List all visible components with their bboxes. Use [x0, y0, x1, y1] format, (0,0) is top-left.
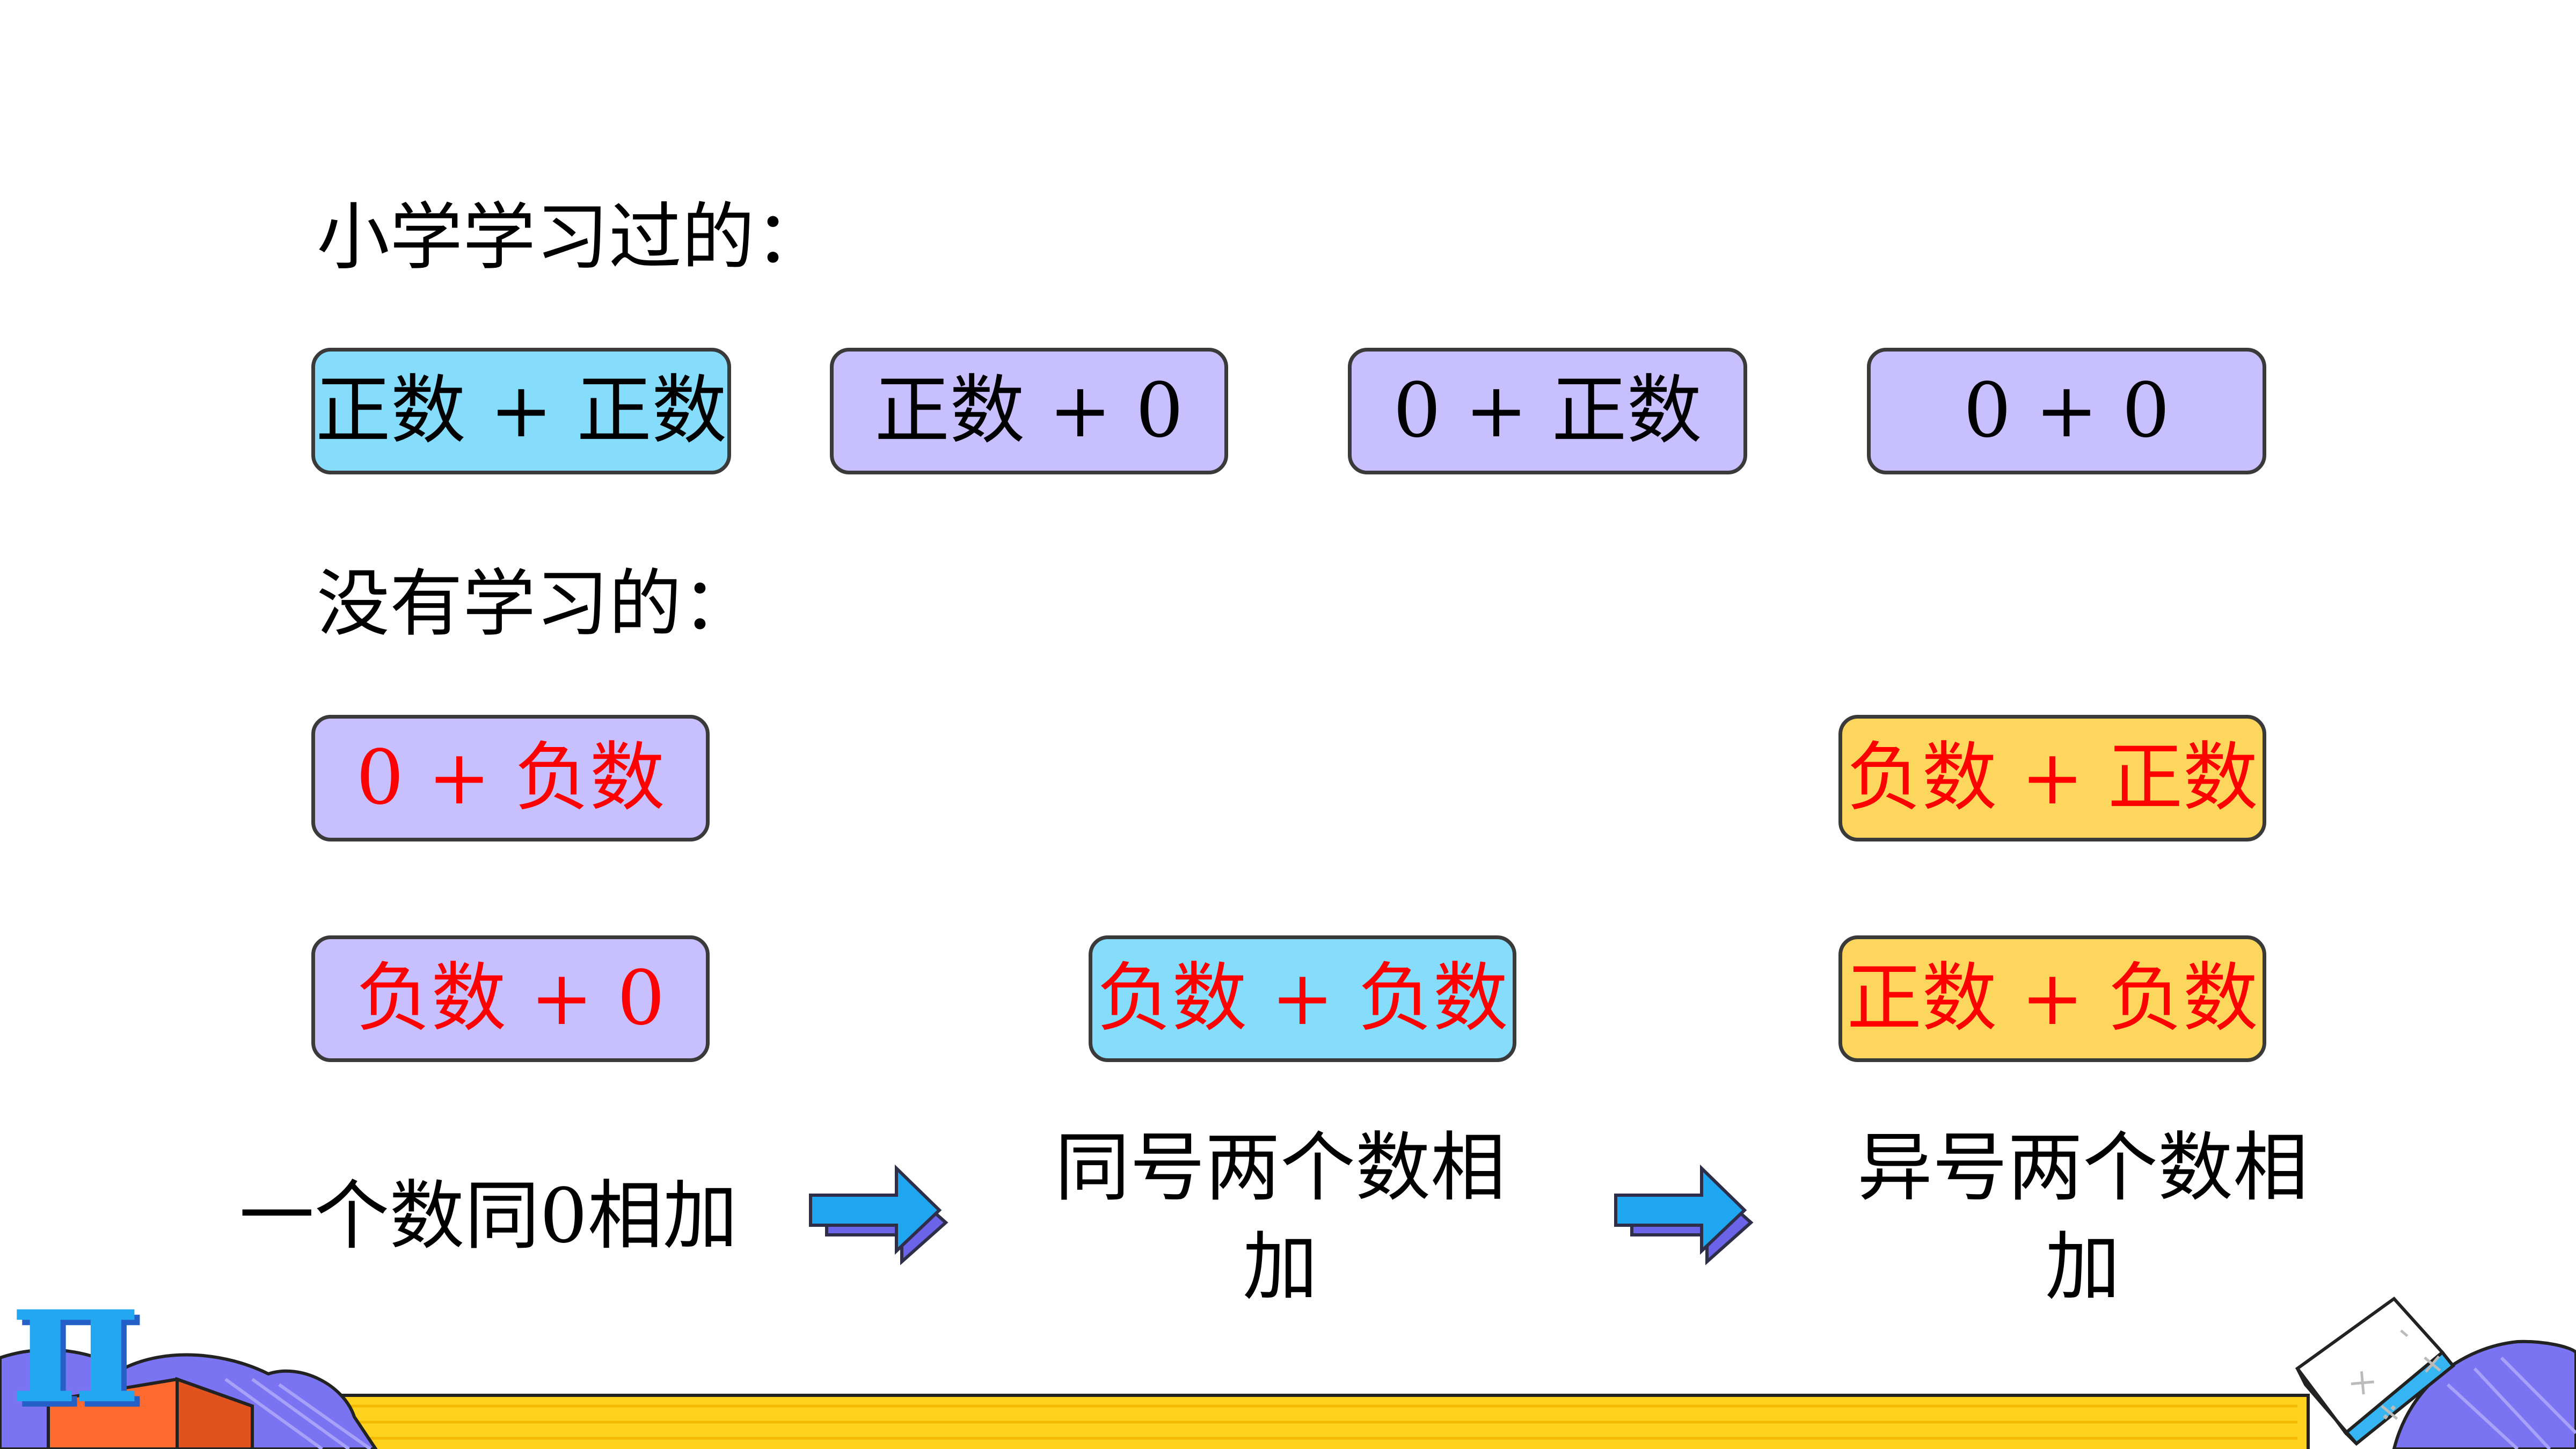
arrow-right-icon	[809, 1164, 948, 1265]
case-zero-plus-negative: 0 + 负数	[311, 715, 710, 841]
case-positive-plus-zero: 正数 + 0	[830, 348, 1228, 474]
pi-icon: π	[11, 1235, 141, 1443]
category-opposite-sign: 异号两个数相加	[1857, 1124, 2308, 1311]
case-zero-plus-zero: 0 + 0	[1867, 348, 2266, 474]
arrow-right-icon	[1614, 1164, 1754, 1265]
category-same-sign: 同号两个数相加	[1054, 1124, 1506, 1311]
case-negative-plus-negative: 负数 + 负数	[1089, 935, 1516, 1062]
case-positive-plus-positive: 正数 + 正数	[311, 348, 731, 474]
decorative-shapes-left	[0, 1348, 378, 1449]
case-negative-plus-positive: 负数 + 正数	[1838, 715, 2266, 841]
category-with-zero: 一个数同0相加	[239, 1173, 738, 1260]
case-negative-plus-zero: 负数 + 0	[311, 935, 710, 1062]
case-zero-plus-positive: 0 + 正数	[1348, 348, 1747, 474]
decorative-shapes-right	[2392, 1340, 2576, 1449]
footer-stripe	[320, 1394, 2310, 1449]
heading-learned: 小学学习过的：	[317, 195, 828, 280]
heading-not-learned: 没有学习的：	[317, 562, 755, 647]
book-icon: × ÷ - +	[2295, 1296, 2456, 1446]
case-positive-plus-negative: 正数 + 负数	[1838, 935, 2266, 1062]
